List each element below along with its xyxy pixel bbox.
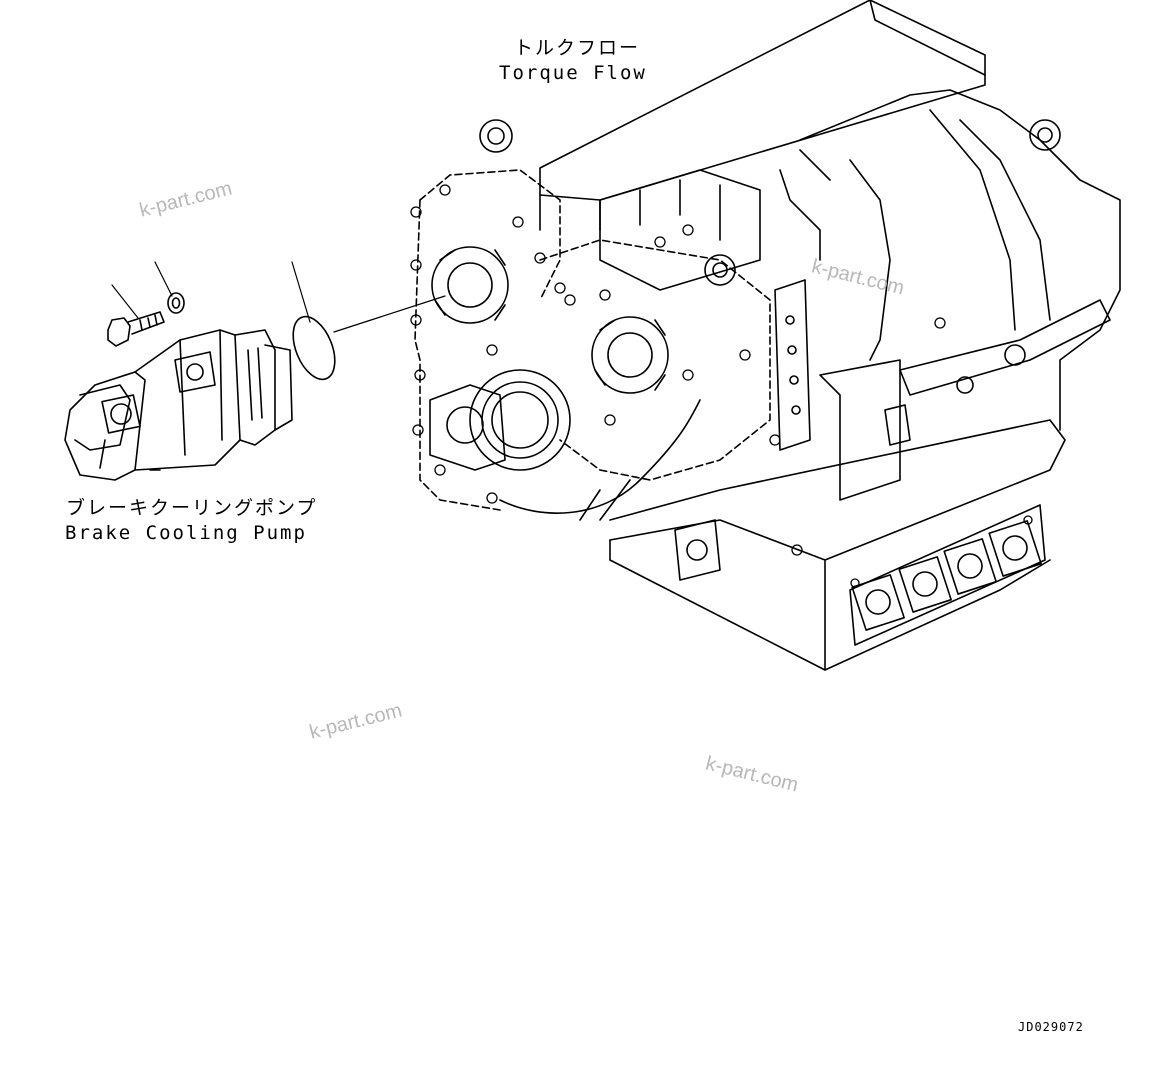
brake-pump-label-jp: ブレーキクーリングポンプ — [66, 497, 318, 519]
washer — [167, 292, 185, 314]
leader-lines — [111, 261, 446, 333]
brake-pump-label-en: Brake Cooling Pump — [65, 522, 307, 544]
brake-cooling-pump — [64, 329, 293, 481]
drawing-code: JD029072 — [1018, 1020, 1084, 1034]
o-ring — [292, 315, 336, 381]
torque-flow-label-en: Torque Flow — [499, 62, 647, 84]
torque-flow-transmission — [410, 0, 1121, 671]
bolt — [107, 311, 165, 347]
torque-flow-label-jp: トルクフロー — [514, 37, 641, 59]
